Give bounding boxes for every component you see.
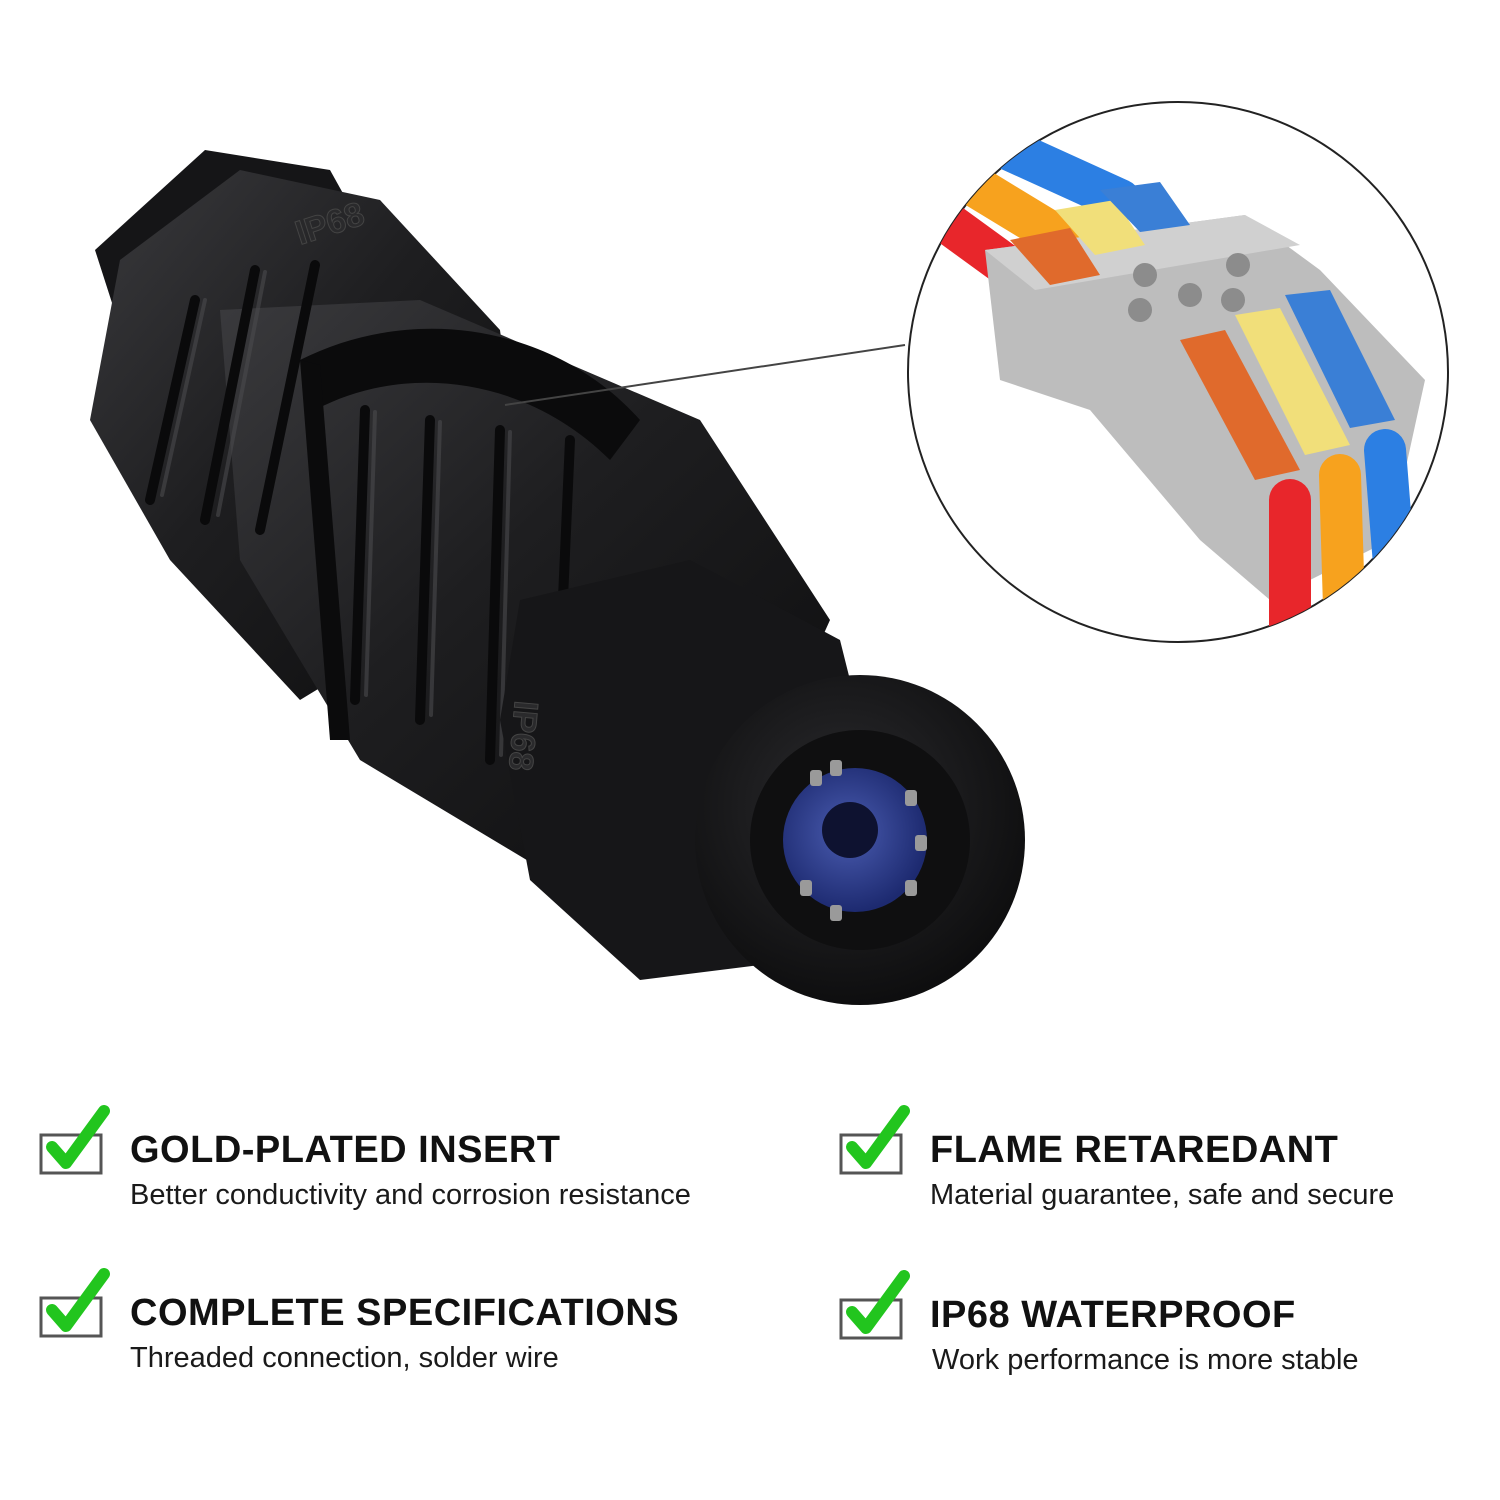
checkmark-icon xyxy=(39,1105,110,1175)
feature-item: COMPLETE SPECIFICATIONS Threaded connect… xyxy=(38,1268,738,1378)
feature-title: IP68 WATERPROOF xyxy=(930,1294,1296,1336)
feature-item: FLAME RETAREDANT Material guarantee, saf… xyxy=(838,1105,1500,1215)
checkmark-icon xyxy=(39,1268,110,1338)
lever xyxy=(1100,182,1190,232)
feature-title: GOLD-PLATED INSERT xyxy=(130,1129,561,1171)
lever xyxy=(1180,330,1300,480)
lever xyxy=(1055,200,1145,255)
feature-item: IP68 WATERPROOF Work performance is more… xyxy=(838,1270,1500,1380)
lever xyxy=(1285,290,1395,428)
callout-magnifier xyxy=(907,101,1449,643)
feature-title: COMPLETE SPECIFICATIONS xyxy=(130,1292,680,1334)
product-illustration: IP68 IP68 xyxy=(90,101,1449,1005)
feature-description: Threaded connection, solder wire xyxy=(130,1342,559,1374)
lever xyxy=(1010,228,1100,285)
connector-body: IP68 IP68 xyxy=(90,150,1025,1005)
feature-description: Work performance is more stable xyxy=(932,1344,1359,1376)
feature-title: FLAME RETAREDANT xyxy=(930,1129,1339,1171)
lever xyxy=(1235,308,1350,455)
body-marking: IP68 xyxy=(501,699,545,772)
callout-leader-line xyxy=(504,344,906,406)
feature-description: Better conductivity and corrosion resist… xyxy=(130,1179,691,1211)
checkmark-icon xyxy=(839,1270,910,1340)
checkmark-icon xyxy=(839,1105,910,1175)
feature-item: GOLD-PLATED INSERT Better conductivity a… xyxy=(38,1105,738,1215)
feature-description: Material guarantee, safe and secure xyxy=(930,1179,1395,1211)
